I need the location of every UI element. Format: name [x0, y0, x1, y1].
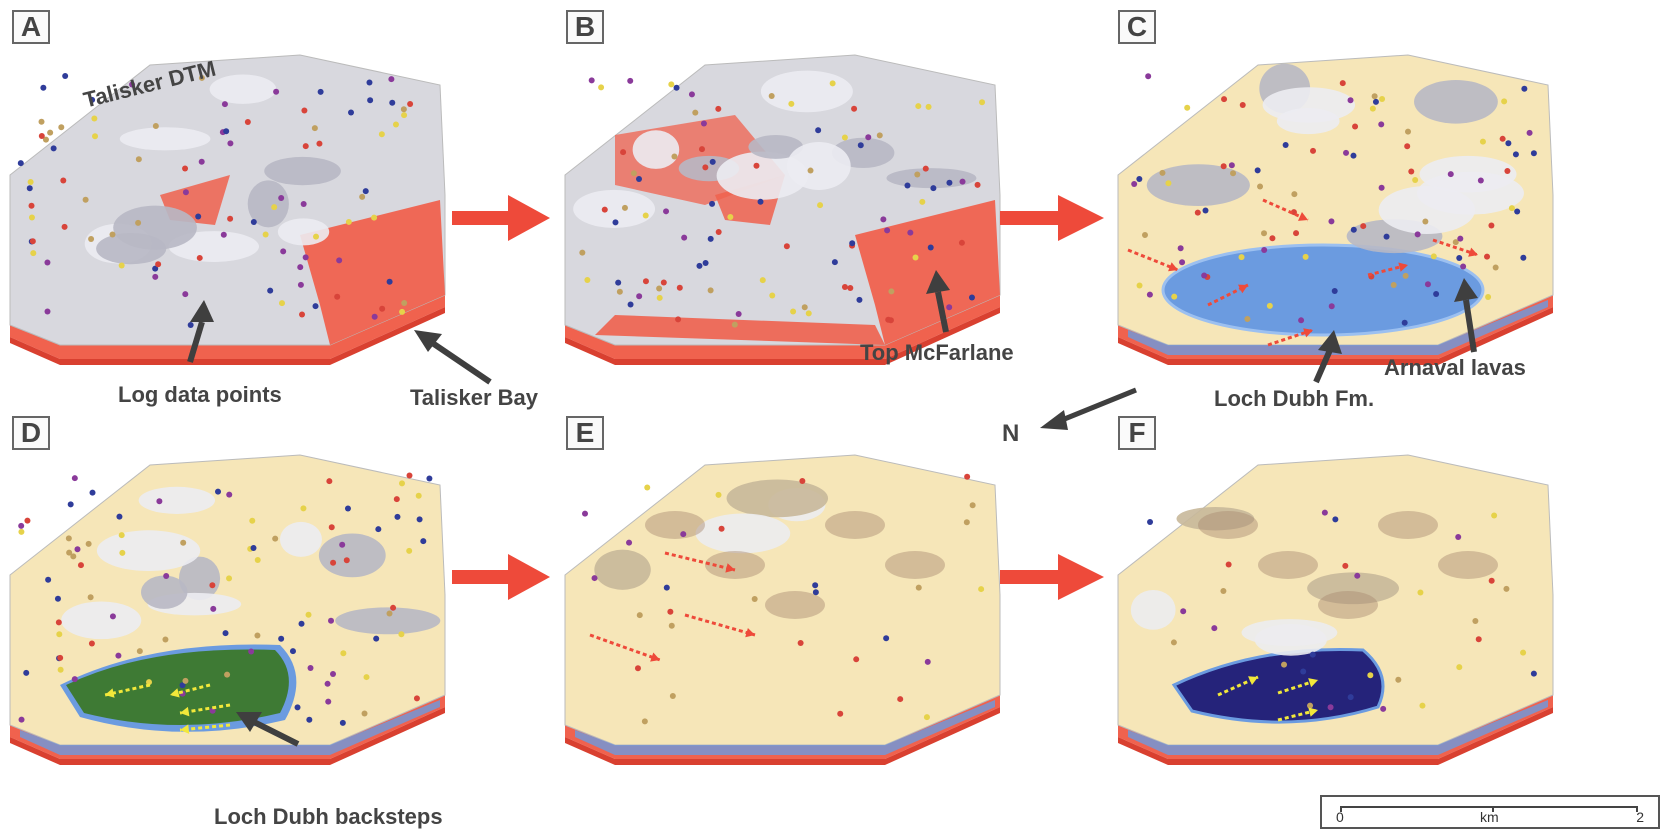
block-diagram-svg — [1117, 454, 1554, 765]
loch-dubh-backsteps-label: Loch Dubh backsteps — [214, 804, 443, 829]
panel-label-b: B — [566, 10, 604, 44]
sequence-arrow-e-f — [1000, 554, 1104, 600]
log-data-points-label: Log data points — [118, 382, 282, 407]
talisker-bay-label: Talisker Bay — [410, 385, 539, 410]
scale-start: 0 — [1336, 809, 1344, 825]
loch-dubh-fm-label: Loch Dubh Fm. — [1214, 386, 1375, 411]
base-slab — [10, 295, 445, 359]
scale-end: 2 — [1636, 809, 1644, 825]
block-diagram-svg — [9, 454, 446, 765]
dark-lake — [1171, 647, 1385, 724]
top-surface — [564, 454, 1001, 746]
base-slab — [565, 295, 1000, 359]
block-model-f — [1108, 445, 1558, 765]
sequence-arrow-d-e — [452, 554, 550, 600]
block-diagram-svg — [1117, 54, 1554, 365]
block-model-b — [555, 45, 1005, 365]
block-model-c — [1108, 45, 1558, 365]
backstep-area — [66, 649, 289, 725]
top-mcfarlane-label: Top McFarlane — [860, 340, 1014, 365]
arnaval-lavas-label: Arnaval lavas — [1384, 355, 1526, 380]
sequence-arrow-a-b — [452, 195, 550, 241]
block-diagram-svg — [564, 454, 1001, 765]
scale-bar: 0 km 2 — [1320, 795, 1660, 829]
scale-unit: km — [1480, 809, 1499, 825]
panel-label-a: A — [12, 10, 50, 44]
panel-label-e: E — [566, 416, 604, 450]
block-diagram-svg — [564, 54, 1001, 365]
north-label: N — [1002, 420, 1020, 447]
sequence-arrow-b-c — [1000, 195, 1104, 241]
panel-label-c: C — [1118, 10, 1156, 44]
block-diagram-svg — [9, 54, 446, 365]
block-model-e — [555, 445, 1005, 765]
panel-label-d: D — [12, 416, 50, 450]
block-model-d — [0, 445, 450, 765]
talisker-bay-basin — [300, 200, 445, 345]
block-model-a — [0, 45, 450, 365]
